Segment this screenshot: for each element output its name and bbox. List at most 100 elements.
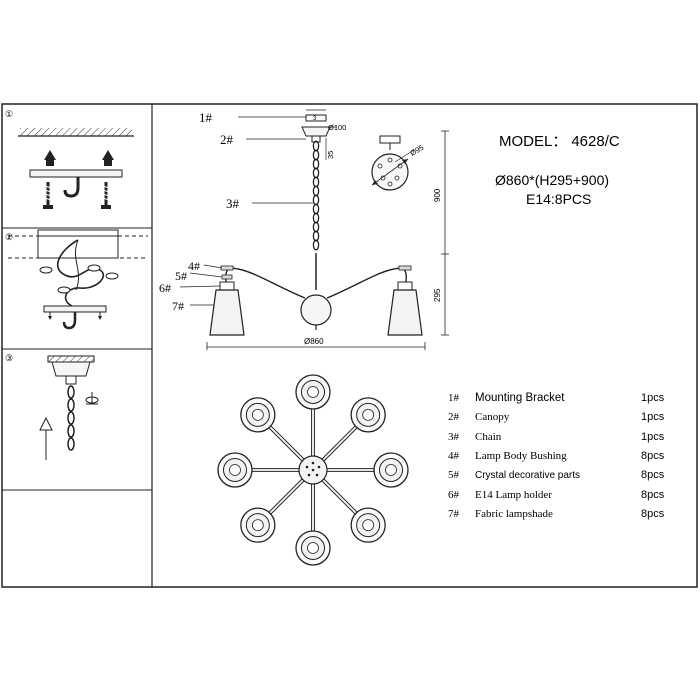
plan-arm [323, 478, 359, 514]
mounting-plate [29, 169, 123, 178]
lampshade [387, 289, 423, 336]
up-arrow-icon [44, 150, 56, 166]
part-name: Chain [475, 431, 502, 443]
plan-arm [267, 478, 303, 514]
hook-icon [62, 312, 77, 330]
lamp-holder [219, 281, 235, 291]
chain-link [312, 167, 320, 179]
center-ball [300, 294, 332, 326]
part-name: Crystal decorative parts [475, 470, 580, 481]
canopy-cup [51, 361, 91, 377]
chain-link [312, 212, 320, 224]
part-name: E14 Lamp holder [475, 489, 552, 501]
bracket-diameter-dim: Ø95 [409, 143, 426, 158]
up-arrow-icon [102, 150, 114, 166]
plan-arm [267, 426, 303, 462]
part-number: 2# [448, 411, 460, 423]
body-height-dim: 295 [433, 288, 442, 302]
lamp-holder [397, 281, 413, 291]
plan-hub-hole [315, 473, 319, 477]
plan-lamp-holder [307, 542, 319, 554]
chain [312, 140, 320, 251]
step-3-number: ③ [5, 353, 13, 363]
canopy [301, 126, 331, 137]
plan-hub-hole [305, 465, 309, 469]
overall-width-dim: Ø860 [304, 337, 324, 346]
chain-link [312, 203, 320, 215]
part-number: 5# [448, 469, 460, 481]
part-name: Fabric lampshade [475, 508, 553, 520]
part-qty: 8pcs [641, 508, 665, 520]
chain-link [312, 230, 320, 242]
mounting-bracket [305, 114, 327, 122]
step-3-diagram [39, 355, 99, 460]
bracket-hole [387, 157, 393, 163]
plan-lamp-holder [251, 519, 264, 532]
chain-link [312, 158, 320, 170]
callout-2: 2# [220, 132, 234, 147]
model-number: 4628/C [571, 133, 620, 150]
plan-lamp-holder [362, 408, 375, 421]
wire-connector-icon [39, 264, 119, 294]
chain-icon [67, 385, 75, 451]
chain-link [312, 239, 320, 251]
plan-lamp-holder [229, 464, 241, 476]
bracket-top-view: Ø95 [371, 135, 426, 191]
chain-link [312, 140, 320, 152]
part-name: Canopy [475, 411, 510, 423]
lampshade [209, 289, 245, 336]
callout-7: 7# [172, 299, 184, 313]
lamp-arm-right [326, 268, 395, 299]
part-number: 6# [448, 489, 460, 501]
canopy-height-dim: 35 [326, 151, 335, 159]
model-label: MODEL：4628/C [499, 133, 620, 150]
ceiling-hatch [20, 128, 132, 136]
plan-lamp-holder [362, 519, 375, 532]
part-qty: 8pcs [641, 489, 665, 501]
part-qty: 1pcs [641, 411, 665, 423]
bracket-hole [394, 175, 400, 181]
bracket-hole [380, 175, 386, 181]
plan-view [217, 374, 409, 566]
part-number: 1# [448, 392, 460, 404]
lamp-arm-left [237, 268, 306, 299]
part-qty: 8pcs [641, 450, 665, 462]
part-qty: 1pcs [641, 392, 665, 404]
callout-1: 1# [199, 110, 213, 125]
plan-arm [269, 480, 305, 516]
part-number: 3# [448, 431, 460, 443]
chain-link [312, 149, 320, 161]
mounting-plate [43, 305, 107, 313]
chain-link [312, 221, 320, 233]
bulb-spec: E14:8PCS [526, 191, 591, 207]
callout-3: 3# [226, 196, 240, 211]
plan-hub-hole [311, 468, 315, 472]
chain-link [312, 185, 320, 197]
part-qty: 1pcs [641, 431, 665, 443]
plan-lamp-holder [385, 464, 397, 476]
plan-hub-hole [307, 473, 311, 477]
callout-4: 4# [188, 259, 200, 273]
step-1-diagram [18, 128, 134, 209]
canopy-diameter-dim: Ø100 [328, 123, 346, 132]
lamp-bushing [220, 265, 234, 271]
plan-lamp-holder [251, 408, 264, 421]
step-2-diagram [8, 229, 148, 330]
callout-5: 5# [175, 269, 187, 283]
plan-arm [321, 424, 357, 460]
bracket-hole [377, 163, 383, 169]
plan-hub-hole [311, 461, 315, 465]
lamp-bushing [398, 265, 412, 271]
screw-icon [101, 182, 111, 209]
bracket-top-dim: 3 [313, 116, 317, 122]
step-2-number: ② [5, 232, 13, 242]
chain-link [312, 176, 320, 188]
step-1-number: ① [5, 109, 13, 119]
lamp-left [209, 265, 245, 336]
up-arrow-icon [39, 416, 53, 460]
part-number: 7# [448, 508, 460, 520]
screw-icon [43, 182, 53, 209]
part-name: Mounting Bracket [475, 392, 565, 404]
plan-lamp-holder [307, 386, 319, 398]
